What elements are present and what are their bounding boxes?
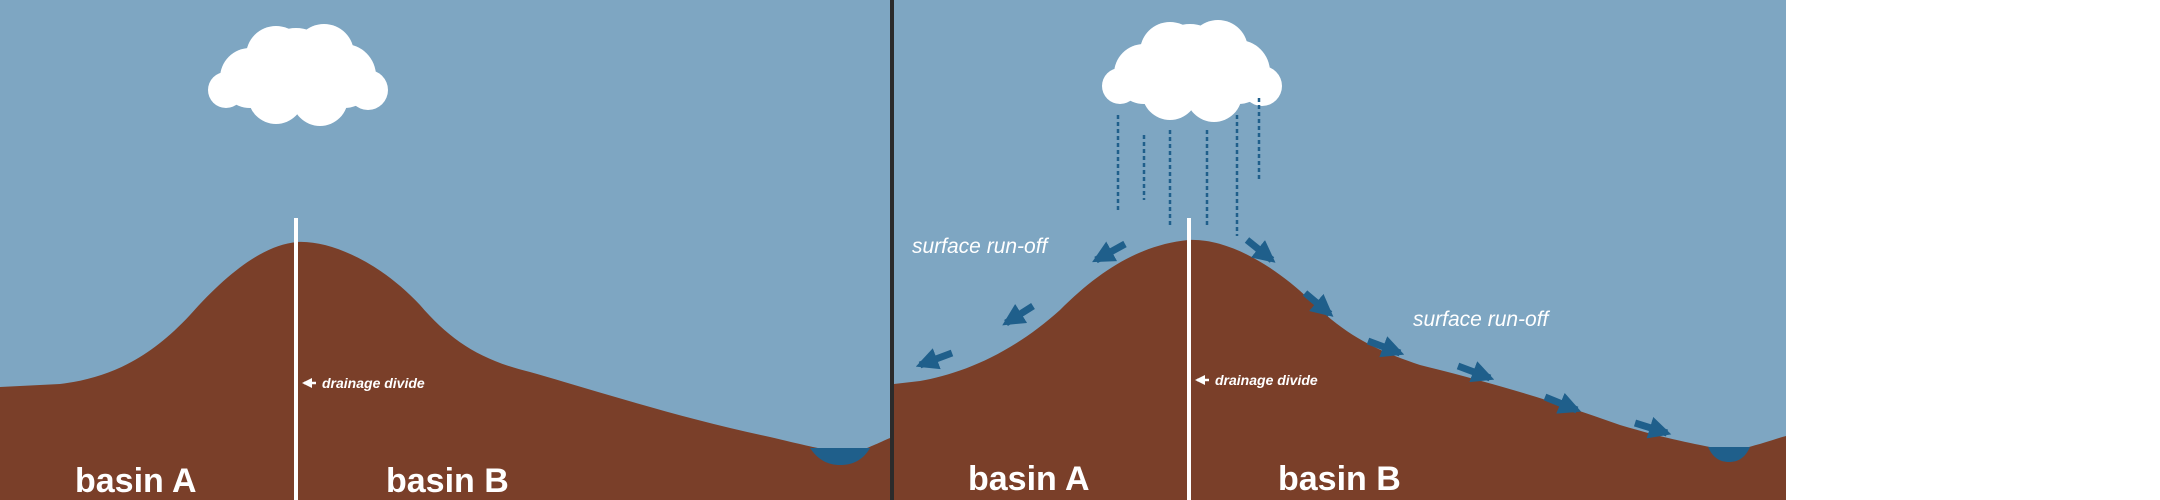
runoff-arrow-icon (1366, 336, 1405, 358)
runoff-label-left: surface run-off (912, 235, 1050, 258)
runoff-arrow-icon (1244, 237, 1276, 263)
panel-with-runoff: drainage divide basin A basin B surface … (894, 0, 1786, 500)
divide-label: drainage divide (1215, 372, 1318, 388)
runoff-label-right: surface run-off (1413, 308, 1551, 331)
panel-before-rain: drainage divide basin A basin B (0, 0, 890, 500)
basin-b-label: basin B (1278, 460, 1401, 498)
basin-a-label: basin A (968, 460, 1090, 498)
runoff-arrow-icon (1092, 240, 1127, 264)
pond (810, 448, 870, 465)
divide-label: drainage divide (322, 375, 425, 391)
runoff-arrows (915, 237, 1672, 439)
runoff-arrow-icon (1543, 392, 1582, 414)
basin-a-label: basin A (75, 462, 197, 500)
hill-terrain (0, 241, 890, 500)
runoff-arrow-icon (1002, 303, 1035, 326)
pond (1708, 447, 1750, 462)
runoff-arrow-icon (1302, 290, 1334, 317)
runoff-arrow-icon (915, 348, 954, 370)
basin-b-label: basin B (386, 462, 509, 500)
hill-terrain (894, 239, 1786, 500)
rain-streaks (1116, 98, 1261, 236)
panel-separator (890, 0, 894, 500)
runoff-arrow-icon (1633, 416, 1672, 439)
runoff-arrow-icon (1456, 361, 1495, 383)
